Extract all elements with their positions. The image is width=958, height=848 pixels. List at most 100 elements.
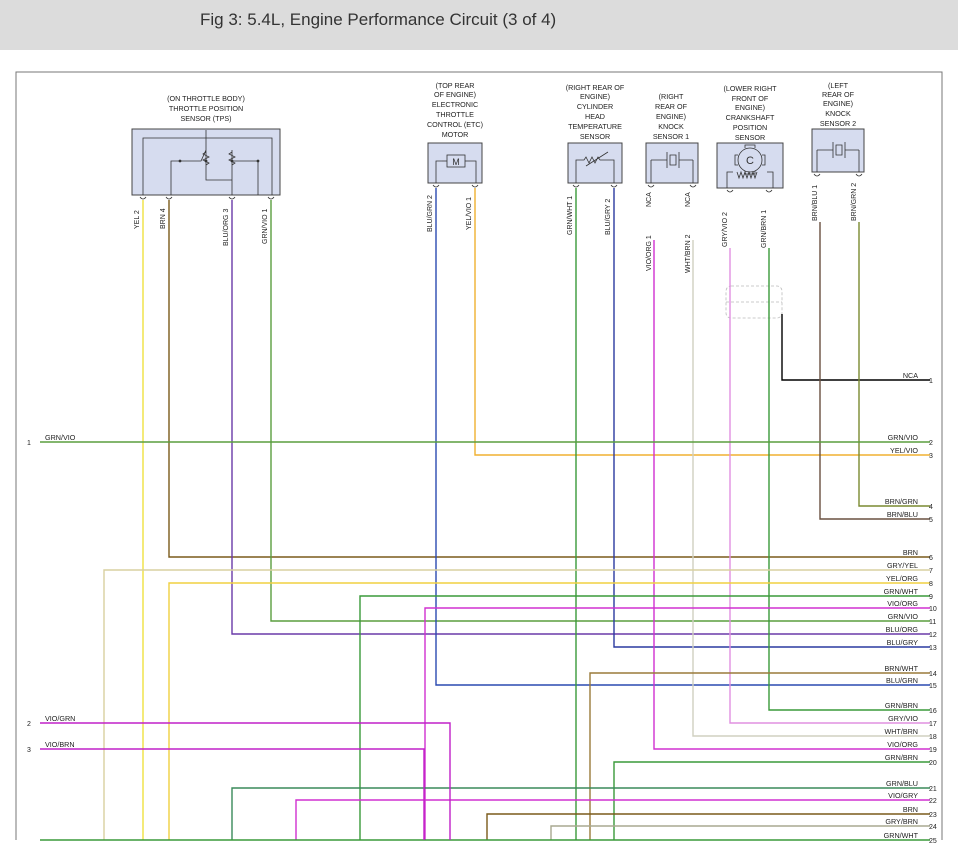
right-wire-number: 20 [929,760,937,767]
tps-component [131,128,281,196]
pin-label-chts-grnwht: GRN/WHT 1 [567,196,574,235]
left-wire-2-num: 2 [27,721,31,728]
wire-grnwht [359,595,930,840]
ks2-box [811,128,865,173]
right-wire-number: 21 [929,786,937,793]
right-wire-label: VIO/ORG [887,599,918,608]
figure-title: Fig 3: 5.4L, Engine Performance Circuit … [200,10,557,29]
right-wire-number: 19 [929,747,937,754]
right-wire-label: NCA [903,371,918,380]
pin-label-ks2-brnblu: BRN/BLU 1 [812,185,819,221]
pin-label-ks1-nca1: NCA [646,192,653,207]
pin-label-tps-yel: YEL 2 [134,210,141,229]
right-wire-label: VIO/GRY [888,791,918,800]
pin-label-ckp-gryvio: GRY/VIO 2 [722,212,729,247]
ckp-box [716,142,784,189]
right-wire-label: GRY/BRN [885,817,918,826]
piezo-icon [816,142,860,172]
left-wire-1-num: 1 [27,440,31,447]
ks1-label-4: KNOCK [658,122,684,131]
pin-label-tps-bluorg: BLU/ORG 3 [223,209,230,246]
reluctor-teeth-icon [734,144,766,175]
right-wire-number: 15 [929,683,937,690]
right-wire-number: 23 [929,812,937,819]
right-wire-label: BLU/GRN [886,676,918,685]
etc-label-6: MOTOR [442,130,469,139]
ckp-component: C [716,142,784,189]
wire-grybrn [550,825,930,840]
left-wire-3-label: VIO/BRN [45,740,75,749]
wire-viogrn [40,722,451,840]
right-wire-number: 9 [929,594,933,601]
right-wire-number: 6 [929,555,933,562]
tps-label-3: SENSOR (TPS) [180,114,231,123]
chts-label-5: TEMPERATURE [568,122,622,131]
right-wire-number: 5 [929,517,933,524]
piezo-icon [650,152,694,183]
right-wire-number: 2 [929,440,933,447]
right-wire-number: 11 [929,619,936,626]
wire-ks2-brnblu [819,222,930,520]
wire-etc-yelvio [474,188,930,456]
diagram-border [15,71,943,840]
right-wire-label: VIO/ORG [887,740,918,749]
pin-label-ks2-brngrn: BRN/GRN 2 [851,183,858,221]
ks2-label-5: SENSOR 2 [820,119,856,128]
ks2-label-2: REAR OF [822,90,855,99]
potentiometer-icon [202,151,236,166]
right-wire-number: 8 [929,581,933,588]
wire-yelorg [168,582,930,840]
right-wire-number: 16 [929,708,937,715]
ckp-shield [725,285,783,319]
right-wire-number: 18 [929,734,937,741]
right-wire-label: GRN/BRN [885,753,918,762]
wire-viobrn [40,748,425,840]
figure-header: Fig 3: 5.4L, Engine Performance Circuit … [0,0,958,50]
wires [40,188,930,841]
left-wire-2-label: VIO/GRN [45,714,75,723]
wire-ks1-whtbrn [692,240,930,737]
right-wire-label: GRY/VIO [888,714,918,723]
etc-motor-component: M [427,142,483,184]
right-wire-label: YEL/VIO [890,446,918,455]
right-wire-label: GRY/YEL [887,561,918,570]
right-wire-number: 17 [929,721,937,728]
right-wire-label: BLU/ORG [886,625,919,634]
right-wire-label: WHT/BRN [884,727,918,736]
reluctor-wheel-icon [737,147,763,173]
right-wire-label: GRN/WHT [884,831,919,840]
right-wire-number: 14 [929,671,937,678]
wire-viogry [295,799,930,840]
ckp-label-2: FRONT OF [732,94,769,103]
knock-sensor-1-component [645,142,699,184]
pin-label-tps-grnvio: GRN/VIO 1 [262,208,269,244]
right-wire-label: GRN/WHT [884,587,919,596]
etc-label-4: THROTTLE [436,110,474,119]
wire-ckp-grnbrn [768,248,930,711]
ckp-label-5: POSITION [733,123,767,132]
etc-label-1: (TOP REAR [436,81,475,90]
right-wire-number: 1 [929,378,933,385]
ks1-label-2: REAR OF [655,102,688,111]
pin-label-ks1-whtbrn: WHT/BRN 2 [685,234,692,273]
connector-terminals [139,173,863,200]
pin-label-ks1-nca2: NCA [685,192,692,207]
ks2-label-3: ENGINE) [823,99,853,108]
chts-label-1: (RIGHT REAR OF [566,83,625,92]
right-wire-label: BRN [903,805,918,814]
chts-label-4: HEAD [585,112,605,121]
ks1-label-5: SENSOR 1 [653,132,689,141]
wire-ks1-vioorg [653,240,930,750]
right-wire-number: 12 [929,632,937,639]
pin-label-tps-brn: BRN 4 [160,208,167,229]
etc-label-5: CONTROL (ETC) [427,120,483,129]
wire-vioorg [424,607,930,840]
right-wire-label: BRN/GRN [885,497,918,506]
chts-label-2: ENGINE) [580,92,610,101]
wire-chts-blugry [613,188,930,648]
wire-tps-bluorg [231,200,930,635]
right-connector-labels: NCA1GRN/VIO2YEL/VIO3BRN/GRN4BRN/BLU5BRN6… [884,371,937,845]
right-wire-number: 24 [929,824,937,831]
chts-component [567,142,623,184]
right-wire-label: YEL/ORG [886,574,918,583]
